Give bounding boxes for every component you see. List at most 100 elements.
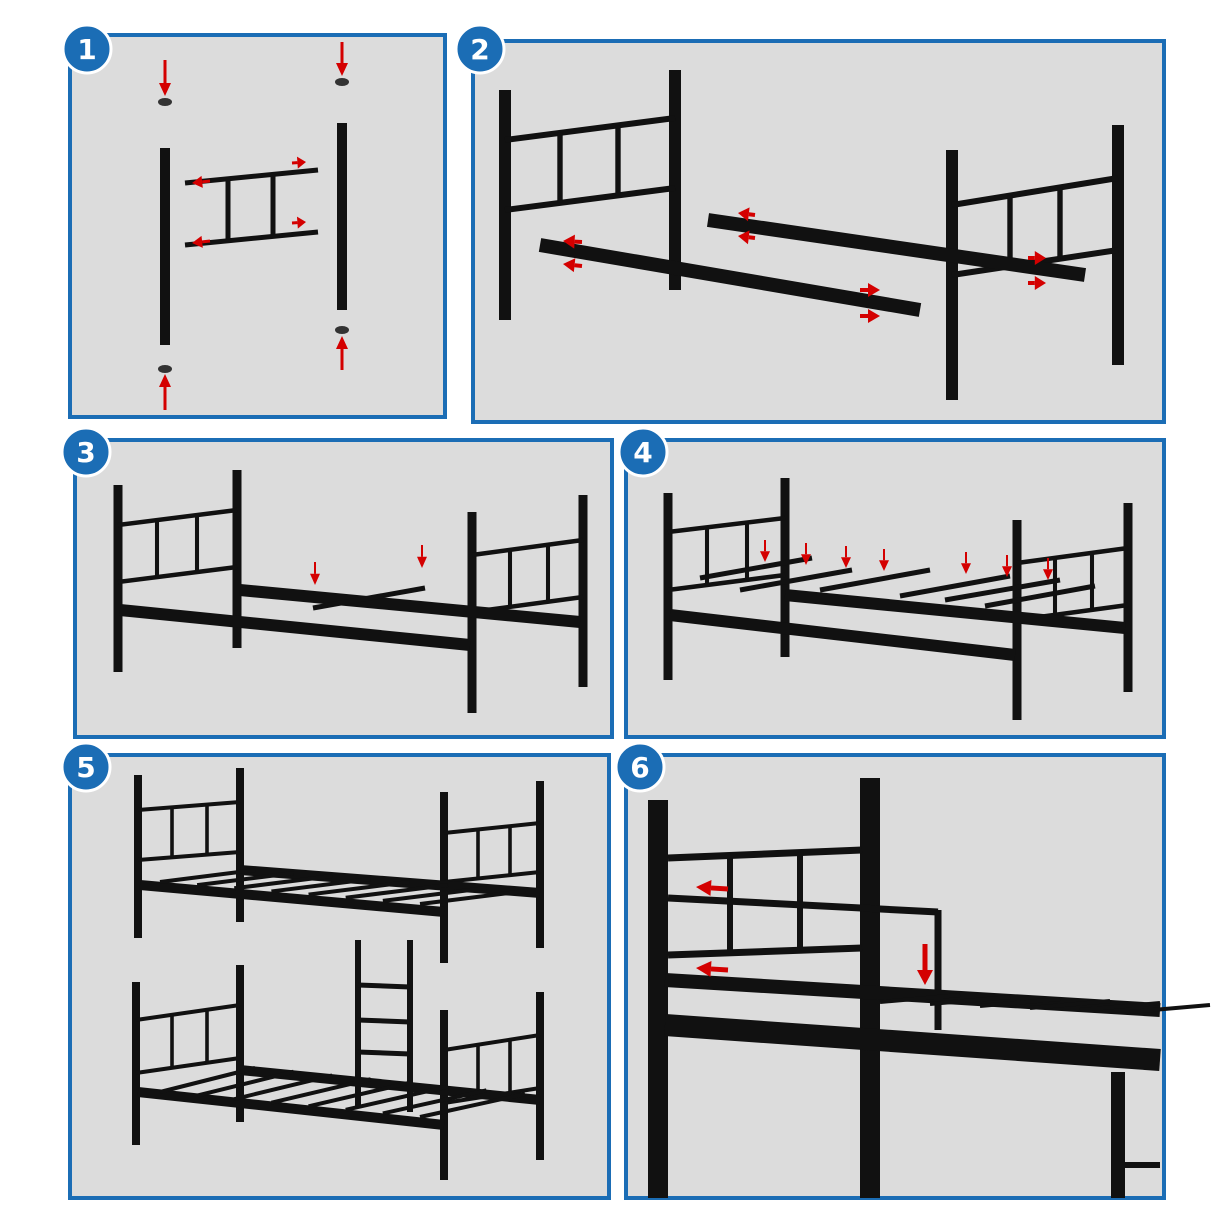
- arrow-head-icon: [159, 374, 171, 387]
- arrow-head-icon: [1034, 276, 1046, 290]
- arrow-head-icon: [296, 216, 306, 229]
- rail: [1016, 545, 1129, 566]
- arrow-head-icon: [296, 156, 306, 169]
- arrow-head-icon: [738, 207, 750, 222]
- ladder-rung: [357, 982, 411, 990]
- arrow-head-icon: [696, 960, 712, 977]
- arrow-head-icon: [961, 563, 971, 574]
- rail: [504, 185, 676, 213]
- arrow-head-icon: [192, 175, 203, 188]
- rail: [137, 850, 241, 862]
- side-rail: [664, 1014, 1161, 1071]
- rail: [184, 229, 319, 248]
- arrow-head-icon: [336, 336, 348, 349]
- rail: [504, 115, 676, 143]
- step-badge: 5: [60, 741, 112, 793]
- side-rail: [119, 604, 471, 651]
- arrow-icon: [574, 263, 583, 268]
- slat: [1079, 1001, 1161, 1012]
- cap-icon: [158, 98, 172, 106]
- slat: [879, 993, 961, 1004]
- side-rail: [706, 213, 1087, 282]
- step-1-panel: [68, 33, 447, 419]
- arrow-icon: [202, 239, 211, 244]
- slat: [233, 1073, 333, 1102]
- rail: [951, 175, 1119, 208]
- side-rail: [669, 609, 1016, 661]
- step-badge-circle: [61, 23, 113, 75]
- step-badge-circle: [60, 741, 112, 793]
- step-badge: 1: [61, 23, 113, 75]
- slat: [159, 1066, 256, 1094]
- rail: [471, 537, 584, 558]
- rail: [135, 1003, 241, 1022]
- arrow-head-icon: [563, 258, 576, 273]
- arrow-icon: [710, 885, 729, 892]
- slat: [419, 889, 526, 906]
- rail: [137, 800, 241, 812]
- arrow-head-icon: [868, 309, 880, 323]
- arrow-icon: [748, 212, 756, 217]
- rail: [443, 870, 541, 884]
- arrow-head-icon: [159, 83, 171, 96]
- step-number: 2: [470, 33, 489, 66]
- slat: [984, 583, 1096, 609]
- arrow-head-icon: [801, 554, 811, 565]
- slat: [944, 577, 1061, 603]
- arrow-head-icon: [696, 879, 712, 896]
- slat: [739, 567, 853, 593]
- step-badge: 2: [454, 23, 506, 75]
- rail: [667, 515, 786, 535]
- rail: [443, 821, 541, 835]
- arrow-head-icon: [563, 234, 575, 249]
- step-badge: 6: [614, 741, 666, 793]
- step-badge-circle: [614, 741, 666, 793]
- side-rail: [784, 589, 1126, 634]
- slat: [271, 877, 371, 894]
- arrow-head-icon: [760, 551, 770, 562]
- rail: [135, 1056, 241, 1075]
- slat: [899, 573, 1011, 599]
- cap-icon: [335, 78, 349, 86]
- step-number: 1: [77, 33, 96, 66]
- cap-icon: [335, 326, 349, 334]
- rail: [667, 944, 863, 959]
- arrow-head-icon: [192, 235, 203, 248]
- step-3-panel: [73, 438, 614, 739]
- slat: [699, 555, 813, 581]
- side-rail: [239, 584, 581, 628]
- slat: [196, 871, 294, 888]
- ladder-rung: [357, 1049, 411, 1057]
- arrow-head-icon: [1034, 251, 1046, 265]
- slat: [312, 585, 426, 611]
- arrow-head-icon: [841, 557, 851, 568]
- arrow-head-icon: [879, 560, 889, 571]
- rail: [443, 1033, 541, 1052]
- slat: [819, 567, 931, 593]
- guard-rail: [667, 894, 939, 916]
- slat: [979, 997, 1061, 1008]
- rail: [667, 846, 863, 862]
- arrow-head-icon: [417, 556, 427, 568]
- step-badge-circle: [454, 23, 506, 75]
- arrow-head-icon: [917, 970, 933, 985]
- rail: [667, 572, 786, 593]
- step-badge: 3: [60, 426, 112, 478]
- arrow-head-icon: [1002, 566, 1012, 577]
- step-badge-circle: [60, 426, 112, 478]
- step-number: 5: [76, 751, 95, 784]
- arrow-icon: [202, 179, 211, 184]
- step-5-panel: [68, 753, 611, 1200]
- side-rail: [137, 1087, 445, 1130]
- arrow-icon: [710, 966, 729, 973]
- slat: [159, 868, 256, 884]
- slat: [1129, 1003, 1211, 1014]
- slat: [234, 874, 333, 891]
- step-badge: 4: [617, 426, 669, 478]
- arrow-head-icon: [1043, 569, 1053, 580]
- cap-icon: [158, 365, 172, 373]
- arrow-head-icon: [336, 63, 348, 76]
- slat: [345, 883, 449, 900]
- ladder-rung: [357, 1017, 411, 1025]
